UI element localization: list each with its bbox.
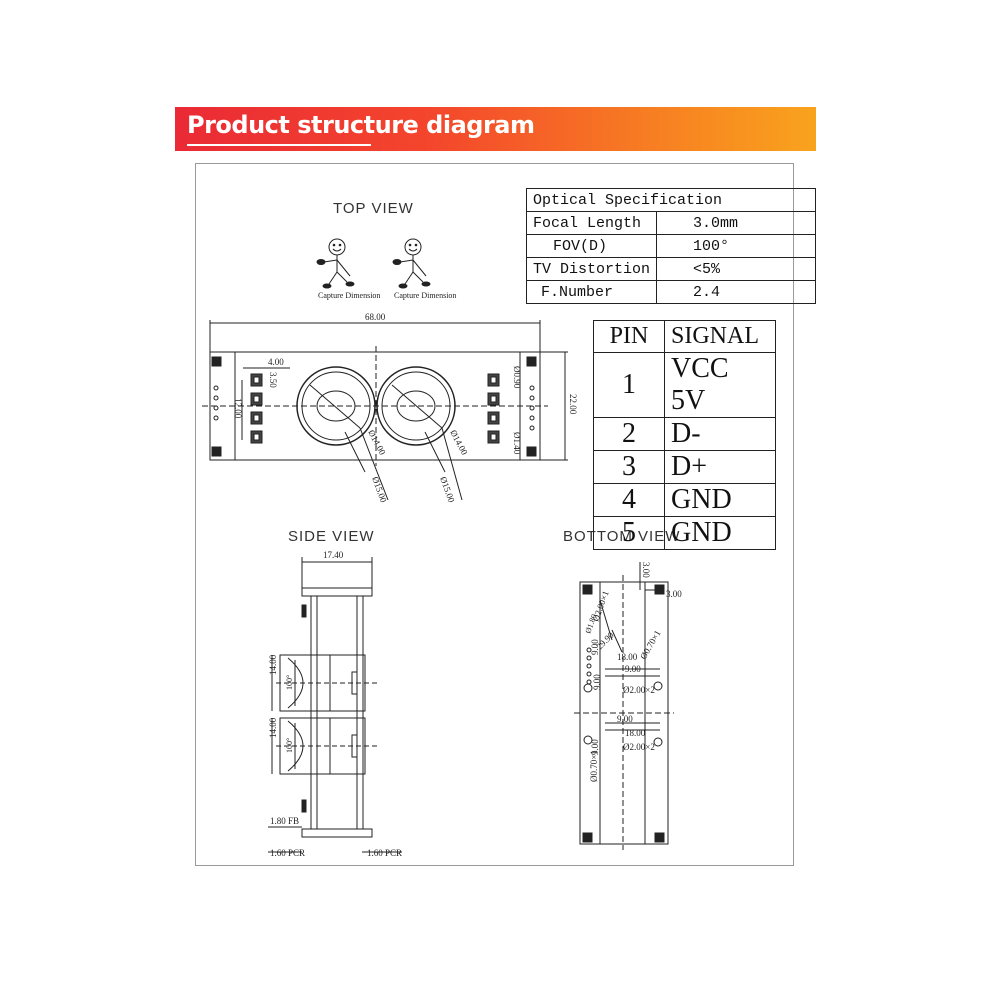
banner-underline xyxy=(187,144,371,146)
top-view-board xyxy=(202,320,568,501)
dim-span4: 18.00 xyxy=(625,728,646,738)
dim-hole-f: Ø0.70×1 xyxy=(589,750,599,782)
pin-signal: D+ xyxy=(664,450,776,484)
dim-hole-b: Ø1.80 xyxy=(583,613,598,635)
side-view-label: SIDE VIEW xyxy=(288,528,375,545)
dim-width: 68.00 xyxy=(365,312,386,322)
dim-pad: 3.50 xyxy=(268,372,278,388)
dim-pitch-b: 9.00 xyxy=(590,639,600,655)
spec-value: 2.4 xyxy=(656,280,817,304)
optical-spec-row: F.Number 2.4 xyxy=(525,280,817,304)
dim-hole-e: Ø2.00×2 xyxy=(623,742,655,752)
dim-span1: 18.00 xyxy=(617,652,638,662)
dim-height: 22.00 xyxy=(568,394,578,415)
caption-right: Capture Dimension xyxy=(394,291,456,300)
pin-row: 5 GND xyxy=(593,516,776,550)
pin-signal: GND xyxy=(664,516,776,550)
pin-header: PIN xyxy=(593,320,665,353)
dim-offset: 4.00 xyxy=(268,357,284,367)
dim-lens2: 14.00 xyxy=(268,717,278,738)
dim-span3: 9.00 xyxy=(592,674,602,690)
dim-pcb-fb: 1.80 FB xyxy=(270,816,299,826)
dim-side-width: 17.40 xyxy=(323,550,344,560)
dim-fov1: 100° xyxy=(285,675,294,690)
spec-label: F.Number xyxy=(525,280,658,304)
pin-signal: VCC 5V xyxy=(664,352,776,418)
spec-label: TV Distortion xyxy=(525,257,658,281)
dim-lens-outer-left: Ø15.00 xyxy=(370,475,389,504)
pin-number: 4 xyxy=(593,483,665,517)
pin-signal-table: PIN SIGNAL 1 VCC 5V 2 D- 3 D+ 4 GND 5 GN… xyxy=(593,320,776,550)
dim-fov2: 100° xyxy=(285,738,294,753)
dim-pitch: 12.00 xyxy=(233,398,243,419)
optical-spec-table: Optical Specification Focal Length 3.0mm… xyxy=(525,188,817,304)
spec-value: 3.0mm xyxy=(656,211,817,235)
dim-span2: 9.00 xyxy=(625,664,641,674)
spec-label: Focal Length xyxy=(525,211,658,235)
spec-label: FOV(D) xyxy=(525,234,658,258)
optical-spec-row: Focal Length 3.0mm xyxy=(525,211,817,235)
dim-lens-inner-right: Ø14.00 xyxy=(448,428,470,457)
dim-hole-right: Ø0.90 xyxy=(512,366,522,389)
pin-table-header: PIN SIGNAL xyxy=(593,320,776,353)
pin-row: 3 D+ xyxy=(593,450,776,484)
top-view-label: TOP VIEW xyxy=(333,200,414,217)
dim-lens1: 14.00 xyxy=(268,654,278,675)
pin-row: 4 GND xyxy=(593,483,776,517)
pin-number: 5 xyxy=(593,516,665,550)
dim-hole-right2: Ø1.40 xyxy=(512,432,522,455)
pin-number: 1 xyxy=(593,352,665,418)
dim-pcb-right: 1.60 PCR xyxy=(367,848,402,858)
smiley-figure-left-icon xyxy=(316,238,355,289)
dim-hole-d: Ø2.00×2 xyxy=(623,685,655,695)
dim-hole-c: Ø0.70×1 xyxy=(638,628,663,661)
header-banner: Product structure diagram xyxy=(175,107,816,151)
dim-corner2: 3.00 xyxy=(666,589,682,599)
optical-spec-row: FOV(D) 100° xyxy=(525,234,817,258)
banner-title: Product structure diagram xyxy=(187,111,535,139)
smiley-figure-right-icon xyxy=(392,238,431,289)
pin-row: 1 VCC 5V xyxy=(593,352,776,418)
dim-pcb-left: 1.60 PCR xyxy=(270,848,305,858)
caption-left: Capture Dimension xyxy=(318,291,380,300)
side-view-drawing xyxy=(268,557,402,853)
signal-header: SIGNAL xyxy=(664,320,776,353)
top-view-dimensions: Capture Dimension Capture Dimension 68.0… xyxy=(233,291,578,504)
bottom-view-dimensions: 3.00 3.00 Ø2.00×1 Ø1.80 29.90 9.00 Ø0.70… xyxy=(583,562,682,782)
pin-signal: GND xyxy=(664,483,776,517)
diagram-frame xyxy=(195,163,794,866)
side-view-dimensions: 17.40 14.00 14.00 100° 100° 1.80 FB 1.60… xyxy=(268,550,402,858)
bottom-view-drawing xyxy=(574,562,674,850)
spec-value: 100° xyxy=(656,234,817,258)
dim-lens-outer-right: Ø15.00 xyxy=(438,475,457,504)
dim-span5: 9.00 xyxy=(617,714,633,724)
dim-span-b2: 9.00 xyxy=(590,739,600,755)
dim-corner1: 3.00 xyxy=(641,562,651,578)
